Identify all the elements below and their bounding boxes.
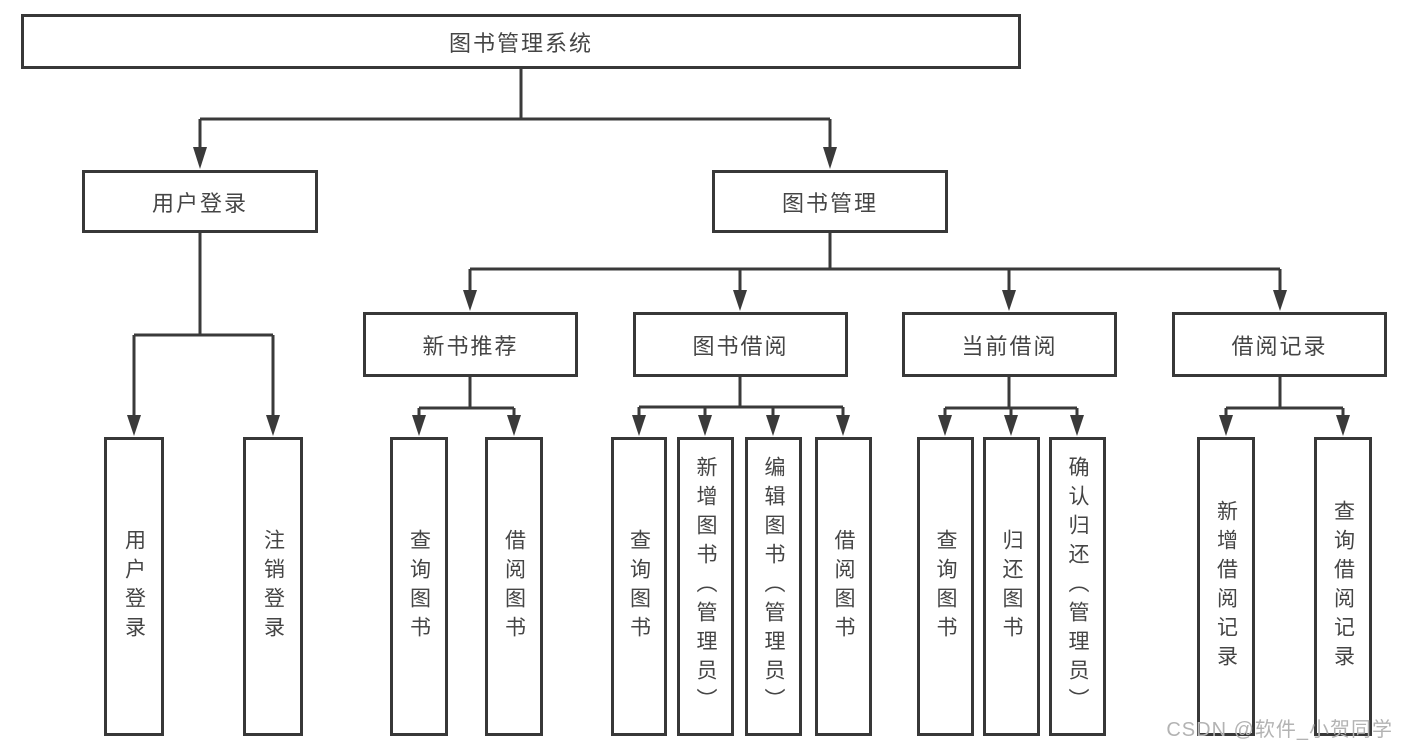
leaf-confirm-return-admin: 确认归还（管理员） <box>1049 437 1106 736</box>
node-new-book-recommend-label: 新书推荐 <box>422 333 519 359</box>
leaf-confirm-return-admin-label: 确认归还（管理员） <box>1066 456 1089 717</box>
leaf-add-borrow-record-label: 新增借阅记录 <box>1214 499 1238 674</box>
node-book-borrow: 图书借阅 <box>633 312 848 377</box>
node-book-management: 图书管理 <box>712 170 948 233</box>
node-book-borrow-label: 图书借阅 <box>692 333 789 359</box>
leaf-query-books-recommend: 查询图书 <box>390 437 448 736</box>
node-new-book-recommend: 新书推荐 <box>363 312 578 377</box>
node-user-login-label: 用户登录 <box>151 190 248 216</box>
node-borrow-records: 借阅记录 <box>1172 312 1387 377</box>
leaf-borrow-books-recommend-label: 借阅图书 <box>502 528 526 645</box>
leaf-return-books: 归还图书 <box>983 437 1040 736</box>
leaf-edit-books-admin-label: 编辑图书（管理员） <box>762 456 785 717</box>
node-current-borrow-label: 当前借阅 <box>961 333 1058 359</box>
node-root-label: 图书管理系统 <box>448 30 593 56</box>
leaf-add-books-admin-label: 新增图书（管理员） <box>694 456 717 717</box>
leaf-query-books-recommend-label: 查询图书 <box>407 528 431 645</box>
node-user-login: 用户登录 <box>82 170 318 233</box>
leaf-logout: 注销登录 <box>243 437 303 736</box>
node-borrow-records-label: 借阅记录 <box>1231 333 1328 359</box>
node-book-management-label: 图书管理 <box>781 190 878 216</box>
node-current-borrow: 当前借阅 <box>902 312 1117 377</box>
leaf-query-books-borrow: 查询图书 <box>611 437 667 736</box>
node-root: 图书管理系统 <box>21 14 1021 69</box>
leaf-add-books-admin: 新增图书（管理员） <box>677 437 734 736</box>
leaf-borrow-books-recommend: 借阅图书 <box>485 437 543 736</box>
leaf-query-borrow-record-label: 查询借阅记录 <box>1331 499 1355 674</box>
leaf-query-books-borrow-label: 查询图书 <box>627 528 651 645</box>
leaf-query-books-current-label: 查询图书 <box>934 528 957 645</box>
leaf-return-books-label: 归还图书 <box>1000 528 1023 645</box>
leaf-borrow-books-label: 借阅图书 <box>832 528 855 645</box>
leaf-query-borrow-record: 查询借阅记录 <box>1314 437 1372 736</box>
leaf-query-books-current: 查询图书 <box>917 437 974 736</box>
leaf-add-borrow-record: 新增借阅记录 <box>1197 437 1255 736</box>
leaf-logout-label: 注销登录 <box>261 528 285 645</box>
leaf-edit-books-admin: 编辑图书（管理员） <box>745 437 802 736</box>
leaf-user-login-label: 用户登录 <box>122 528 146 645</box>
leaf-borrow-books: 借阅图书 <box>815 437 872 736</box>
leaf-user-login: 用户登录 <box>104 437 164 736</box>
